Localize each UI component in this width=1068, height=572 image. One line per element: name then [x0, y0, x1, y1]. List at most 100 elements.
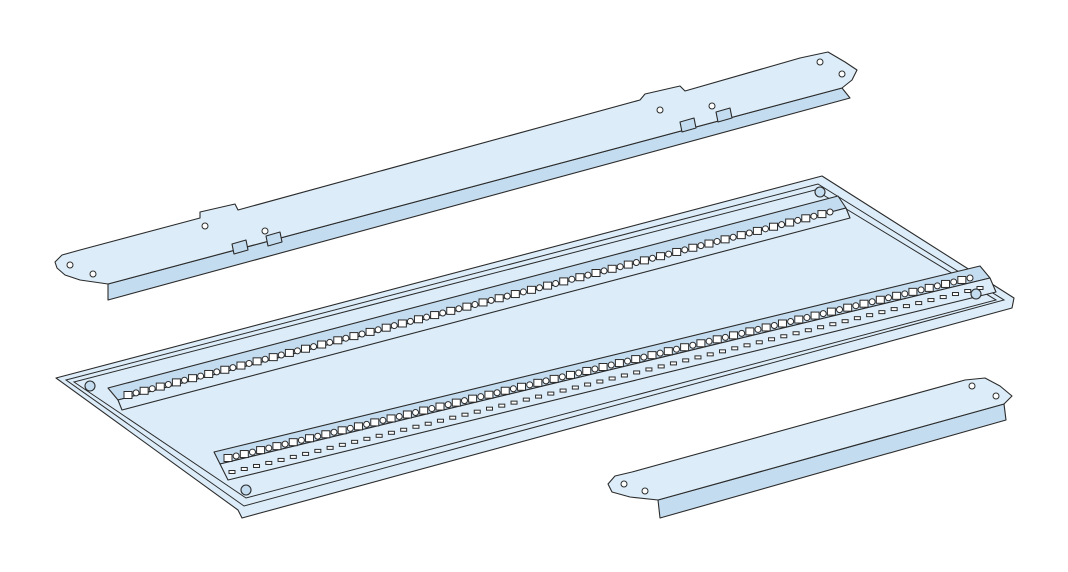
- rail-hole: [533, 378, 543, 387]
- rail-hole: [623, 260, 633, 269]
- rail-hole: [552, 280, 560, 288]
- rail-slot: [731, 346, 739, 351]
- rail-hole: [204, 369, 214, 378]
- rail-hole: [549, 374, 559, 383]
- rail-slot: [473, 409, 481, 414]
- rail-hole: [689, 341, 697, 349]
- rail-hole: [680, 343, 690, 352]
- rail-slot: [866, 313, 874, 318]
- rail-hole: [859, 299, 869, 308]
- rail-hole: [777, 319, 787, 328]
- rail-hole: [197, 372, 205, 380]
- rail-hole: [794, 315, 804, 324]
- rail-hole: [229, 364, 237, 372]
- rail-hole: [358, 330, 366, 338]
- rail-hole: [817, 210, 827, 219]
- rail-slot: [424, 421, 432, 426]
- rail-hole: [510, 290, 520, 299]
- rail-hole: [632, 258, 640, 266]
- rail-slot: [584, 382, 592, 387]
- rail-slot: [915, 301, 923, 306]
- rail-hole: [188, 374, 198, 383]
- rail-hole: [738, 329, 746, 337]
- rail-slot: [804, 328, 812, 333]
- rail-hole: [455, 305, 463, 313]
- rail-hole: [688, 243, 698, 252]
- rail-hole: [413, 315, 423, 324]
- rail-hole: [132, 389, 140, 397]
- rail-slot: [412, 424, 420, 429]
- rail-slot: [571, 385, 579, 390]
- rail-hole: [395, 412, 403, 420]
- rail-hole: [164, 380, 172, 388]
- rail-hole: [342, 334, 350, 342]
- rail-slot: [240, 466, 248, 471]
- rail-hole: [430, 311, 440, 320]
- rail-slot: [608, 376, 616, 381]
- rail-hole: [314, 432, 322, 440]
- rail-hole: [148, 385, 156, 393]
- upper-cover-strip: [54, 51, 858, 301]
- rail-hole: [681, 246, 689, 254]
- rail-slot: [510, 400, 518, 405]
- rail-slot: [780, 334, 788, 339]
- rail-slot: [436, 418, 444, 423]
- rail-hole: [451, 398, 461, 407]
- rail-hole: [901, 290, 909, 298]
- rail-hole: [640, 353, 648, 361]
- rail-hole: [500, 386, 510, 395]
- rail-hole: [353, 422, 363, 431]
- rail-hole: [478, 298, 488, 307]
- rail-hole: [248, 448, 256, 456]
- rail-hole: [446, 306, 456, 315]
- rail-hole: [390, 322, 398, 330]
- rail-slot: [228, 470, 236, 474]
- rail-hole: [139, 386, 149, 395]
- rail-hole: [647, 351, 657, 360]
- rail-slot: [620, 373, 628, 378]
- rail-hole: [787, 318, 795, 326]
- rail-hole: [598, 363, 608, 372]
- rail-hole: [575, 369, 583, 377]
- rail-hole: [941, 279, 951, 288]
- rail-hole: [297, 436, 305, 444]
- rail-slot: [387, 430, 395, 435]
- rail-hole: [769, 222, 779, 231]
- rail-hole: [349, 332, 359, 341]
- rail-hole: [558, 373, 566, 381]
- rail-hole: [484, 390, 494, 399]
- rail-hole: [386, 414, 396, 423]
- rail-hole: [810, 311, 820, 320]
- rail-hole: [591, 269, 601, 277]
- rail-slot: [743, 343, 751, 348]
- rail-hole: [704, 239, 714, 248]
- rail-slot: [314, 448, 322, 453]
- rail-hole: [321, 430, 331, 439]
- rail-hole: [908, 287, 918, 296]
- rail-hole: [843, 303, 853, 312]
- rail-hole: [288, 438, 298, 447]
- rail-slot: [657, 364, 665, 369]
- rail-slot: [633, 370, 641, 375]
- rail-hole: [363, 420, 371, 428]
- rail-hole: [868, 298, 876, 306]
- rail-hole: [346, 424, 354, 432]
- rail-hole: [281, 440, 289, 448]
- rail-hole: [631, 355, 641, 364]
- rail-hole: [607, 361, 615, 369]
- rail-hole: [487, 296, 495, 304]
- rail-hole: [236, 361, 246, 370]
- rail-slot: [277, 457, 285, 462]
- rail-hole: [761, 323, 771, 332]
- rail-hole: [933, 282, 941, 290]
- rail-slot: [682, 358, 690, 363]
- rail-hole: [785, 218, 795, 227]
- rail-hole: [729, 331, 739, 340]
- rail-hole: [301, 344, 311, 353]
- rail-hole: [745, 229, 753, 237]
- rail-hole: [801, 214, 811, 223]
- rail-hole: [406, 317, 414, 325]
- rail-hole: [460, 397, 468, 405]
- rail-hole: [778, 221, 786, 229]
